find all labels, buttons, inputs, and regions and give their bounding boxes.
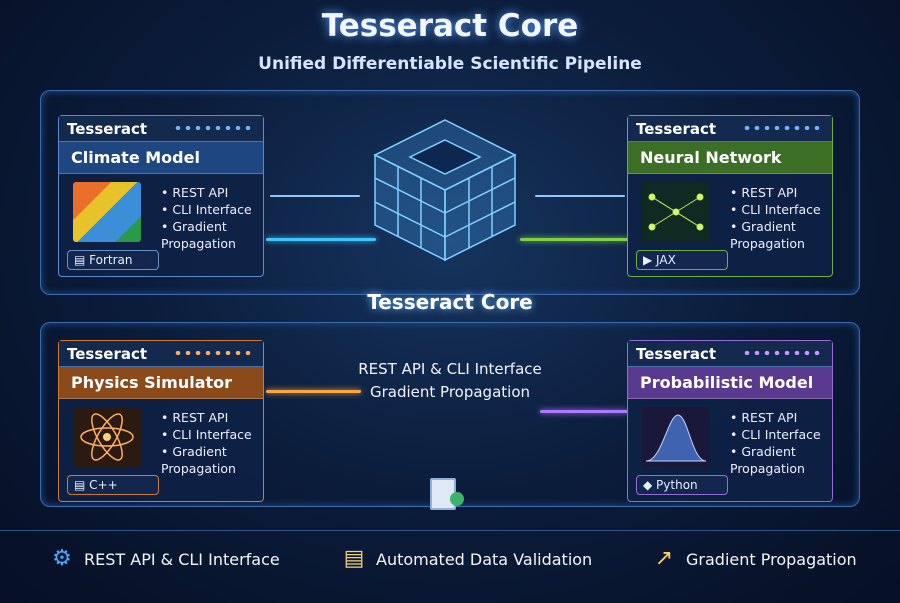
language-badge: ▶ JAX xyxy=(636,250,728,270)
language-badge: ◆ Python xyxy=(636,475,728,495)
chart-icon: ↗ xyxy=(654,546,674,571)
card-neural-network[interactable]: Tesseract Neural Network REST APICLI Int… xyxy=(627,115,833,277)
card-probabilistic-model[interactable]: Tesseract Probabilistic Model REST APICL… xyxy=(627,340,833,502)
page-subtitle: Unified Differentiable Scientific Pipeli… xyxy=(258,54,642,74)
footer-item-gradient: ↗Gradient Propagation xyxy=(650,545,857,573)
connector-line xyxy=(540,410,628,413)
card-title: Climate Model xyxy=(59,142,263,174)
atom-icon xyxy=(73,407,141,467)
card-climate-model[interactable]: Tesseract Climate Model REST APICLI Inte… xyxy=(58,115,264,277)
dots-icon xyxy=(173,126,253,130)
card-title: Probabilistic Model xyxy=(628,367,832,399)
dots-icon xyxy=(173,351,253,355)
distribution-chart-icon xyxy=(642,407,710,467)
top-frame xyxy=(40,90,860,295)
connector-line xyxy=(266,238,376,241)
neural-network-icon xyxy=(642,182,710,242)
climate-cube-icon xyxy=(73,182,141,242)
card-title: Neural Network xyxy=(628,142,832,174)
card-physics-simulator[interactable]: Tesseract Physics Simulator REST APICLI … xyxy=(58,340,264,502)
dots-icon xyxy=(742,351,822,355)
connector-line xyxy=(270,195,360,197)
document-icon: ▤ xyxy=(343,546,365,571)
card-header: Tesseract xyxy=(59,116,263,142)
dots-icon xyxy=(742,126,822,130)
footer-item-api: ⚙REST API & CLI Interface xyxy=(48,545,280,573)
footer-bar: ⚙REST API & CLI Interface ▤Automated Dat… xyxy=(0,530,900,580)
connector-line xyxy=(535,195,625,197)
language-badge: ▤ C++ xyxy=(67,475,159,495)
page-title: Tesseract Core xyxy=(321,8,579,44)
card-title: Physics Simulator xyxy=(59,367,263,399)
check-icon xyxy=(450,492,464,506)
center-label-api: REST API & CLI Interface xyxy=(358,360,542,378)
gear-network-icon: ⚙ xyxy=(52,546,72,571)
center-label-gradient: Gradient Propagation xyxy=(369,383,530,401)
footer-item-validation: ▤Automated Data Validation xyxy=(340,545,593,573)
tesseract-cube-icon xyxy=(373,119,517,262)
connector-line xyxy=(266,390,361,393)
language-badge: ▤ Fortran xyxy=(67,250,159,270)
connector-line xyxy=(520,238,628,241)
core-label: Tesseract Core xyxy=(367,290,533,314)
